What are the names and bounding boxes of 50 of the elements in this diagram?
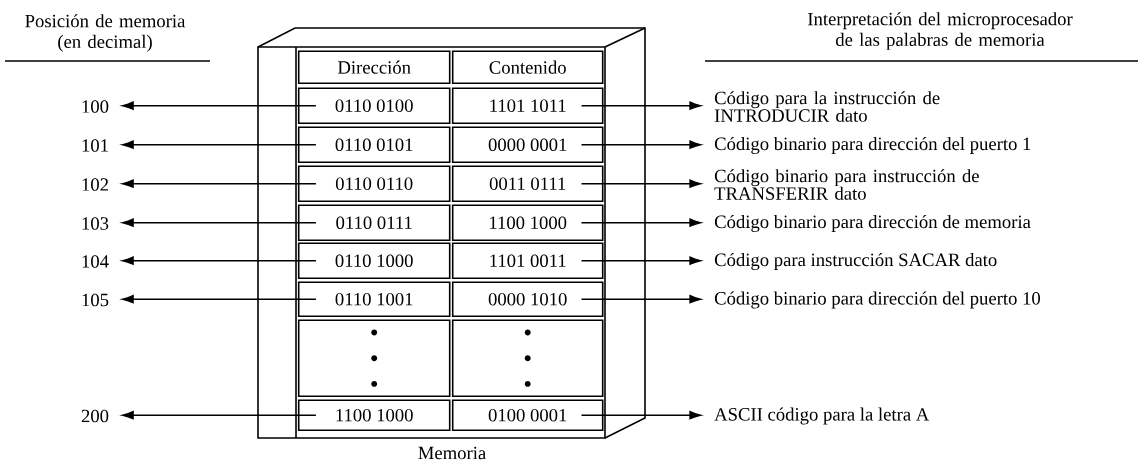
address-label: 102 bbox=[82, 178, 108, 191]
arrow bbox=[580, 256, 701, 265]
interpretation-text: Código binario para dirección del puerto 10 bbox=[714, 291, 1040, 309]
interpretation-text: Código binario para dirección del puerto 1 bbox=[714, 137, 1031, 154]
table-cell: 1101 0011 bbox=[451, 242, 604, 279]
interpretation-text: Código binario para instrucción de TRANSFERIR dato bbox=[714, 169, 979, 200]
table-cell: 0110 0101 bbox=[297, 126, 451, 163]
table-cell: Contenido bbox=[451, 50, 604, 84]
arrow bbox=[122, 411, 317, 420]
table-cell: 0110 0111 bbox=[297, 204, 451, 241]
arrow bbox=[580, 295, 701, 304]
interpretation-text: ASCII código para la letra A bbox=[714, 407, 930, 425]
address-label: 105 bbox=[82, 293, 109, 307]
address-label: 200 bbox=[81, 409, 109, 423]
table-cell bbox=[451, 319, 604, 397]
arrow bbox=[580, 179, 701, 188]
arrow bbox=[122, 140, 317, 149]
table-cell: 0011 0111 bbox=[451, 165, 604, 202]
table-cell: Dirección bbox=[297, 50, 451, 84]
column-heading: Interpretación del microprocesador de las palabras de memoria bbox=[808, 12, 1073, 50]
arrow bbox=[122, 179, 317, 188]
table-cell: 1101 1011 bbox=[451, 87, 604, 124]
arrow bbox=[122, 256, 317, 265]
arrow bbox=[122, 101, 317, 110]
arrow bbox=[580, 218, 701, 227]
address-label: 104 bbox=[82, 255, 109, 268]
table-cell bbox=[297, 319, 451, 397]
arrow bbox=[580, 101, 701, 110]
arrow bbox=[122, 218, 317, 227]
arrow bbox=[580, 411, 701, 420]
table-cell: 0000 1010 bbox=[451, 281, 604, 317]
table-cell: 1100 1000 bbox=[297, 399, 451, 431]
table-cell: 0100 0001 bbox=[451, 399, 604, 431]
table-cell: 0110 1000 bbox=[297, 242, 451, 279]
memory-cabinet bbox=[257, 27, 646, 439]
arrow bbox=[122, 295, 317, 304]
table-cell: 0110 0110 bbox=[297, 165, 451, 202]
address-label: 100 bbox=[82, 100, 109, 113]
interpretation-text: Código para la instrucción de INTRODUCIR dato bbox=[714, 91, 940, 122]
table-cell: 0110 0100 bbox=[297, 87, 451, 124]
table-cell: 0000 0001 bbox=[451, 126, 604, 163]
interpretation-text: Código para instrucción SACAR dato bbox=[714, 253, 997, 270]
arrow bbox=[580, 140, 701, 149]
interpretation-text: Código binario para dirección de memoria bbox=[714, 215, 1031, 232]
table-cell: 0110 1001 bbox=[297, 281, 451, 317]
table-cell: 1100 1000 bbox=[451, 204, 604, 241]
address-label: 101 bbox=[82, 139, 108, 152]
column-heading: Posición de memoria (en decimal) bbox=[25, 14, 186, 52]
address-label: 103 bbox=[82, 217, 109, 230]
memory-label: Memoria bbox=[418, 446, 486, 460]
